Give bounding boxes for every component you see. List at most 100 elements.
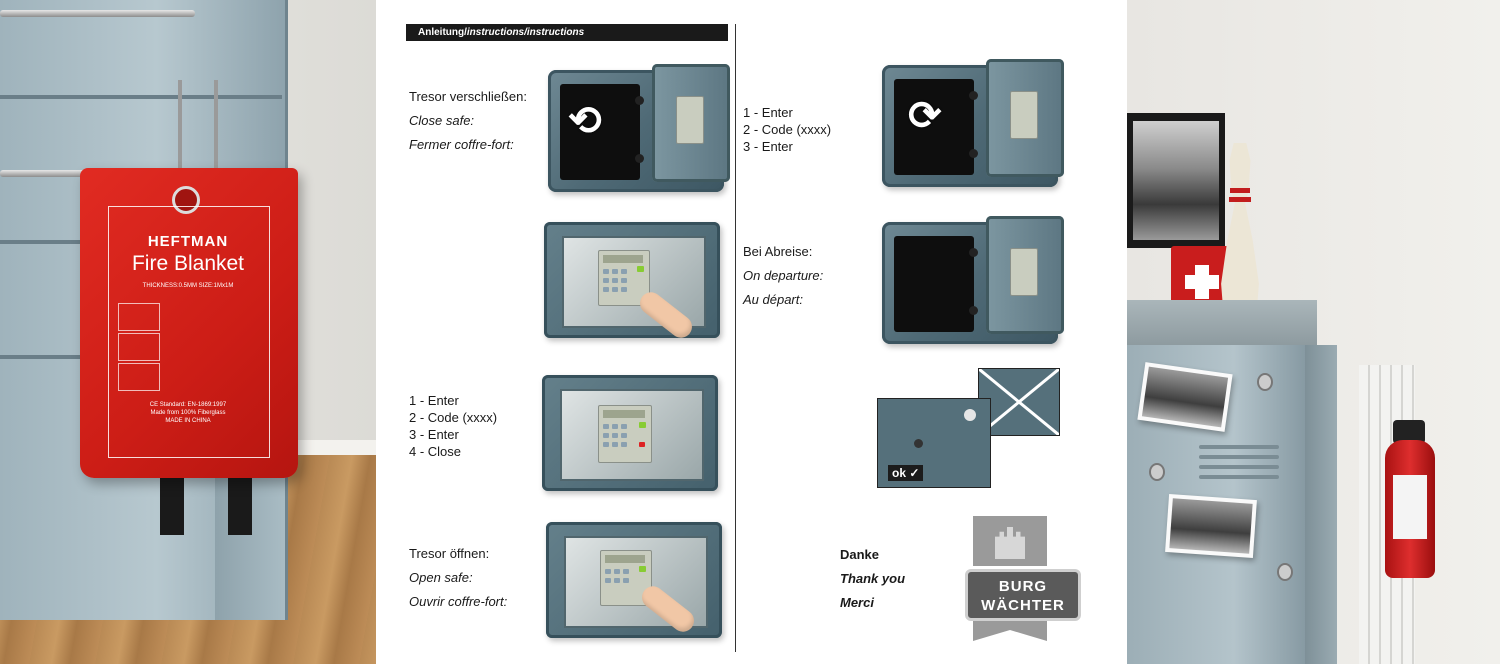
- castle-icon: [995, 527, 1025, 559]
- blanket-label-frame: [108, 206, 270, 458]
- keypad-icon: [1010, 91, 1038, 139]
- cross-icon: [1185, 275, 1219, 289]
- safe-interior: [560, 84, 640, 180]
- blanket-product: Fire Blanket: [131, 252, 245, 275]
- lock-knob-icon: [1149, 463, 1165, 481]
- blanket-standard: CE Standard: EN-1869:1997 Made from 100%…: [108, 401, 268, 425]
- detail-ok-inset: ok ✓: [877, 398, 991, 488]
- bolt-icon: [635, 96, 644, 105]
- bolt-icon: [969, 306, 978, 315]
- safe-opening-illustration: ⟳: [882, 59, 1064, 187]
- cabinet-rail: [0, 10, 195, 17]
- keypad-display: [605, 555, 645, 563]
- lock-knob-icon: [1277, 563, 1293, 581]
- close-step-3: 3 - Enter: [409, 427, 459, 442]
- blanket-spec: THICKNESS:0.5MM SIZE:1Mx1M: [142, 283, 234, 289]
- photo-fire-blanket: HEFTMAN Fire Blanket THICKNESS:0.5MM SIZ…: [0, 0, 376, 664]
- red-led-icon: [639, 442, 645, 447]
- picture-frame: [1127, 113, 1225, 248]
- instructions-header: Anleitung/instructions/instructions: [406, 24, 728, 41]
- green-led-icon: [637, 266, 644, 272]
- departure-fr: Au départ:: [743, 292, 803, 307]
- blanket-origin-text: MADE IN CHINA: [165, 418, 211, 424]
- pin-stripe: [1230, 188, 1250, 193]
- keypad-panel: [562, 236, 706, 328]
- close-step-4: 4 - Close: [409, 444, 462, 459]
- open-safe-fr: Ouvrir coffre-fort:: [409, 594, 508, 609]
- bolt-icon: [635, 154, 644, 163]
- bowling-pin: [1221, 143, 1259, 319]
- keypad-display: [603, 410, 645, 418]
- safe-instructions-sheet: Anleitung/instructions/instructions Tres…: [406, 0, 1096, 664]
- safe-closing-illustration: ⟲: [548, 64, 730, 192]
- ok-text: ok: [892, 466, 907, 480]
- close-safe-fr: Fermer coffre-fort:: [409, 137, 514, 152]
- ok-label: ok ✓: [888, 465, 924, 481]
- logo-line-2: WÄCHTER: [981, 597, 1065, 614]
- locker-side: [1305, 345, 1337, 664]
- extinguisher-label: [1393, 475, 1427, 539]
- bolt-icon: [969, 149, 978, 158]
- locker-vent: [1199, 455, 1279, 459]
- green-led-icon: [639, 566, 646, 572]
- blanket-material-text: Made from 100% Fiberglass: [150, 410, 226, 416]
- framed-photo: [1133, 121, 1219, 240]
- locker-vent: [1199, 465, 1279, 469]
- safe-keypad-illustration-2: [542, 375, 718, 491]
- bolt-icon: [969, 248, 978, 257]
- header-en: instructions/: [466, 27, 527, 38]
- departure-en: On departure:: [743, 268, 824, 283]
- open-safe-en: Open safe:: [409, 570, 473, 585]
- safe-keypad-illustration-3: [546, 522, 722, 638]
- open-step-2: 2 - Code (xxxx): [743, 122, 832, 137]
- keypad-icon: [676, 96, 704, 144]
- photo-locker-room: [1127, 0, 1500, 664]
- detail-crossed-inset: [978, 368, 1060, 436]
- drawer-line: [0, 95, 282, 99]
- safe-keypad-illustration: [544, 222, 720, 343]
- blanket-standard-text: CE Standard: EN-1869:1997: [149, 402, 227, 408]
- thanks-fr: Merci: [840, 595, 874, 610]
- close-step-1: 1 - Enter: [409, 393, 459, 408]
- safe-door: [652, 64, 730, 182]
- close-safe-en: Close safe:: [409, 113, 475, 128]
- arrow-left-icon: ⟲: [568, 99, 602, 143]
- safe-interior: [894, 236, 974, 332]
- close-safe-de: Tresor verschließen:: [409, 89, 527, 104]
- pictogram-icon: [118, 363, 160, 391]
- close-step-2: 2 - Code (xxxx): [409, 410, 498, 425]
- open-safe-de: Tresor öffnen:: [409, 546, 490, 561]
- open-step-3: 3 - Enter: [743, 139, 793, 154]
- safe-door: [986, 59, 1064, 177]
- pin-icon: [964, 409, 976, 421]
- header-fr: instructions: [526, 27, 585, 38]
- locker-top: [1127, 300, 1317, 348]
- cross-icon: [979, 369, 1059, 435]
- burg-waechter-logo: BURG WÄCHTER: [965, 569, 1081, 621]
- lock-knob-icon: [1257, 373, 1273, 391]
- keypad-icon: [1010, 248, 1038, 296]
- check-icon: ✓: [909, 466, 920, 480]
- header-de: Anleitung/: [418, 27, 467, 38]
- lock-hole-icon: [914, 439, 923, 448]
- safe-door: [986, 216, 1064, 334]
- pin-stripe: [1229, 197, 1251, 202]
- keypad-display: [603, 255, 643, 263]
- thanks-de: Danke: [840, 547, 880, 562]
- pictogram-icon: [118, 333, 160, 361]
- postcard-photo: [1137, 362, 1233, 432]
- safe-departure-illustration: [882, 216, 1064, 344]
- logo-banner-tail: [973, 621, 1047, 641]
- blanket-brand: HEFTMAN: [147, 233, 229, 250]
- thanks-en: Thank you: [840, 571, 906, 586]
- arrow-right-icon: ⟳: [908, 94, 942, 138]
- bolt-icon: [969, 91, 978, 100]
- column-divider: [735, 24, 736, 652]
- logo-line-1: BURG: [998, 578, 1048, 595]
- open-step-1: 1 - Enter: [743, 105, 793, 120]
- pictogram-icon: [118, 303, 160, 331]
- locker-vent: [1199, 475, 1279, 479]
- keypad-icon: [598, 405, 652, 463]
- departure-de: Bei Abreise:: [743, 244, 813, 259]
- green-led-icon: [639, 422, 646, 428]
